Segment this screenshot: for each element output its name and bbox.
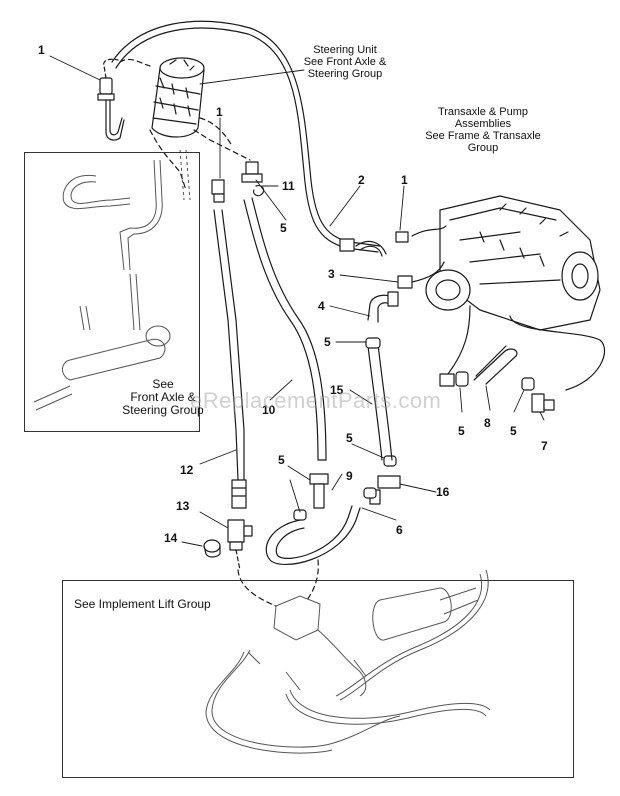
- callout-12: 12: [180, 463, 194, 477]
- steering-unit-note: Steering Unit See Front Axle & Steering …: [303, 44, 387, 80]
- callout-13: 13: [176, 499, 190, 513]
- callout-5: 5: [346, 431, 353, 445]
- implement-lift-inset-drawing: [205, 569, 491, 754]
- callout-7: 7: [541, 439, 548, 453]
- callout-1: 1: [216, 105, 223, 119]
- callout-5: 5: [278, 453, 285, 467]
- elbow-4: [367, 275, 413, 323]
- front-axle-inset-drawing: [33, 149, 191, 411]
- cap-14: [203, 539, 221, 558]
- front-axle-note: See Front Axle & Steering Group: [122, 377, 204, 417]
- callout-14: 14: [164, 531, 178, 545]
- callout-9: 9: [346, 469, 353, 483]
- callout-10: 10: [262, 403, 276, 417]
- callout-6: 6: [396, 523, 403, 537]
- hose-12: [213, 209, 247, 509]
- callout-5: 5: [458, 424, 465, 438]
- callout-8: 8: [484, 416, 491, 430]
- callout-2: 2: [358, 173, 365, 187]
- callout-5: 5: [324, 335, 331, 349]
- fitting-13: [227, 519, 253, 571]
- callout-16: 16: [436, 485, 450, 499]
- callout-5: 5: [280, 221, 287, 235]
- callout-3: 3: [328, 267, 335, 281]
- front-axle-inset-frame: [24, 152, 200, 432]
- callout-4: 4: [318, 299, 325, 313]
- watermark: eReplacementParts.com: [190, 388, 442, 413]
- tee-fittings: [293, 455, 401, 521]
- steering-unit-drawing: [151, 57, 205, 138]
- hose-6: [265, 505, 361, 565]
- hose-10: [243, 197, 327, 461]
- callout-11: 11: [282, 179, 295, 193]
- callout-5: 5: [510, 424, 517, 438]
- callout-1: 1: [401, 173, 408, 187]
- upper-long-hose: [111, 20, 409, 257]
- callout-1: 1: [38, 43, 45, 57]
- right-fittings: [439, 345, 555, 413]
- transaxle-drawing: [411, 195, 605, 391]
- callout-15: 15: [330, 383, 344, 397]
- leader-lines: [49, 55, 545, 547]
- top-left-fitting: [97, 58, 125, 141]
- transaxle-note: Transaxle & Pump Assemblies See Frame & …: [425, 106, 541, 154]
- implement-lift-note: See Implement Lift Group: [74, 597, 211, 611]
- implement-lift-inset-frame: [62, 580, 574, 778]
- mid-fittings: [211, 161, 265, 203]
- hose-15: [365, 337, 393, 461]
